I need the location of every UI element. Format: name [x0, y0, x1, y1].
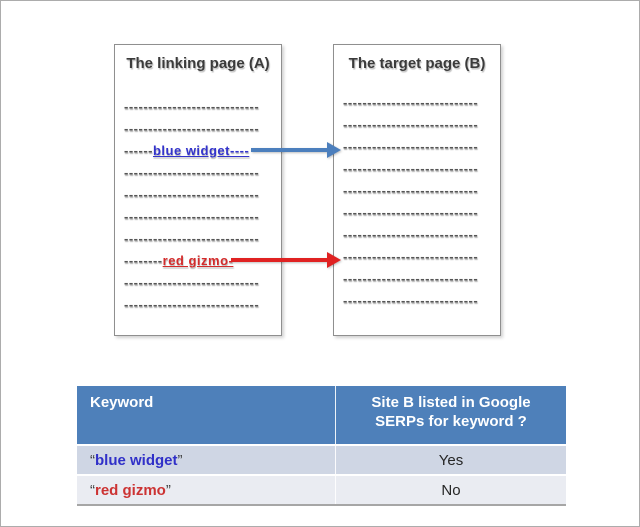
linking-page-box: The linking page (A) -------------------…	[114, 44, 282, 336]
open-quote: “	[90, 481, 95, 499]
dash-filler: --------	[124, 252, 163, 268]
target-page-lines: ---------------------------- ------------…	[343, 91, 494, 311]
keyword-text: blue widget	[95, 451, 178, 469]
dashed-text-line: ----------------------------	[343, 248, 479, 264]
dashed-text-line: ----------------------------	[124, 186, 260, 202]
target-page-title: The target page (B)	[348, 55, 486, 72]
dashed-text-line: ----------------------------	[124, 296, 260, 312]
keyword-text: red gizmo	[95, 481, 166, 499]
red-arrow-head-icon	[327, 252, 341, 268]
keyword-cell: “red gizmo”	[77, 474, 336, 506]
dashed-text-line: ----------------------------	[343, 94, 479, 110]
dashed-text-line: ----------------------------	[343, 160, 479, 176]
red-link-arrow	[231, 252, 341, 268]
column-header-serp-listed: Site B listed in Google SERPs for keywor…	[335, 386, 566, 445]
linking-page-lines: ----------------------------------------…	[124, 95, 275, 315]
keyword-link-line: ------blue widget----	[124, 139, 275, 161]
dashed-text-line: ----------------------------	[343, 116, 479, 132]
dashed-text-line: ----------------------------	[124, 274, 260, 290]
serp-listed-cell: Yes	[335, 444, 566, 475]
open-quote: “	[90, 451, 95, 469]
table-row: “red gizmo”No	[77, 474, 566, 506]
target-page-box: The target page (B) --------------------…	[333, 44, 501, 336]
table-row: “blue widget”Yes	[77, 444, 566, 475]
blue-arrow-shaft	[251, 148, 327, 152]
dashed-text-line: ----------------------------	[124, 208, 260, 224]
keyword-cell: “blue widget”	[77, 444, 336, 475]
dashed-text-line: ----------------------------	[124, 120, 260, 136]
dashed-text-line: ----------------------------	[343, 138, 479, 154]
dashed-text-line: ----------------------------	[124, 98, 260, 114]
blue-keyword-link[interactable]: blue widget----	[152, 142, 250, 158]
serp-results-table: Keyword Site B listed in Google SERPs fo…	[77, 386, 566, 506]
keyword-link-line: --------red gizmo-	[124, 249, 275, 271]
blue-arrow-head-icon	[327, 142, 341, 158]
dashed-text-line: ----------------------------	[343, 204, 479, 220]
table-header-row: Keyword Site B listed in Google SERPs fo…	[77, 386, 566, 445]
dashed-text-line: ----------------------------	[343, 270, 479, 286]
dashed-text-line: ----------------------------	[343, 292, 479, 308]
close-quote: ”	[177, 451, 183, 469]
close-quote: ”	[165, 481, 171, 499]
serp-listed-cell: No	[335, 474, 566, 506]
dashed-text-line: ----------------------------	[124, 164, 260, 180]
dashed-text-line: ----------------------------	[124, 230, 260, 246]
dash-filler: ------	[124, 142, 153, 158]
linking-page-title: The linking page (A)	[126, 55, 270, 72]
dashed-text-line: ----------------------------	[343, 226, 479, 242]
dashed-text-line: ----------------------------	[343, 182, 479, 198]
column-header-keyword: Keyword	[77, 386, 336, 445]
blue-link-arrow	[251, 142, 341, 158]
red-keyword-link[interactable]: red gizmo-	[162, 252, 234, 268]
red-arrow-shaft	[231, 258, 327, 262]
